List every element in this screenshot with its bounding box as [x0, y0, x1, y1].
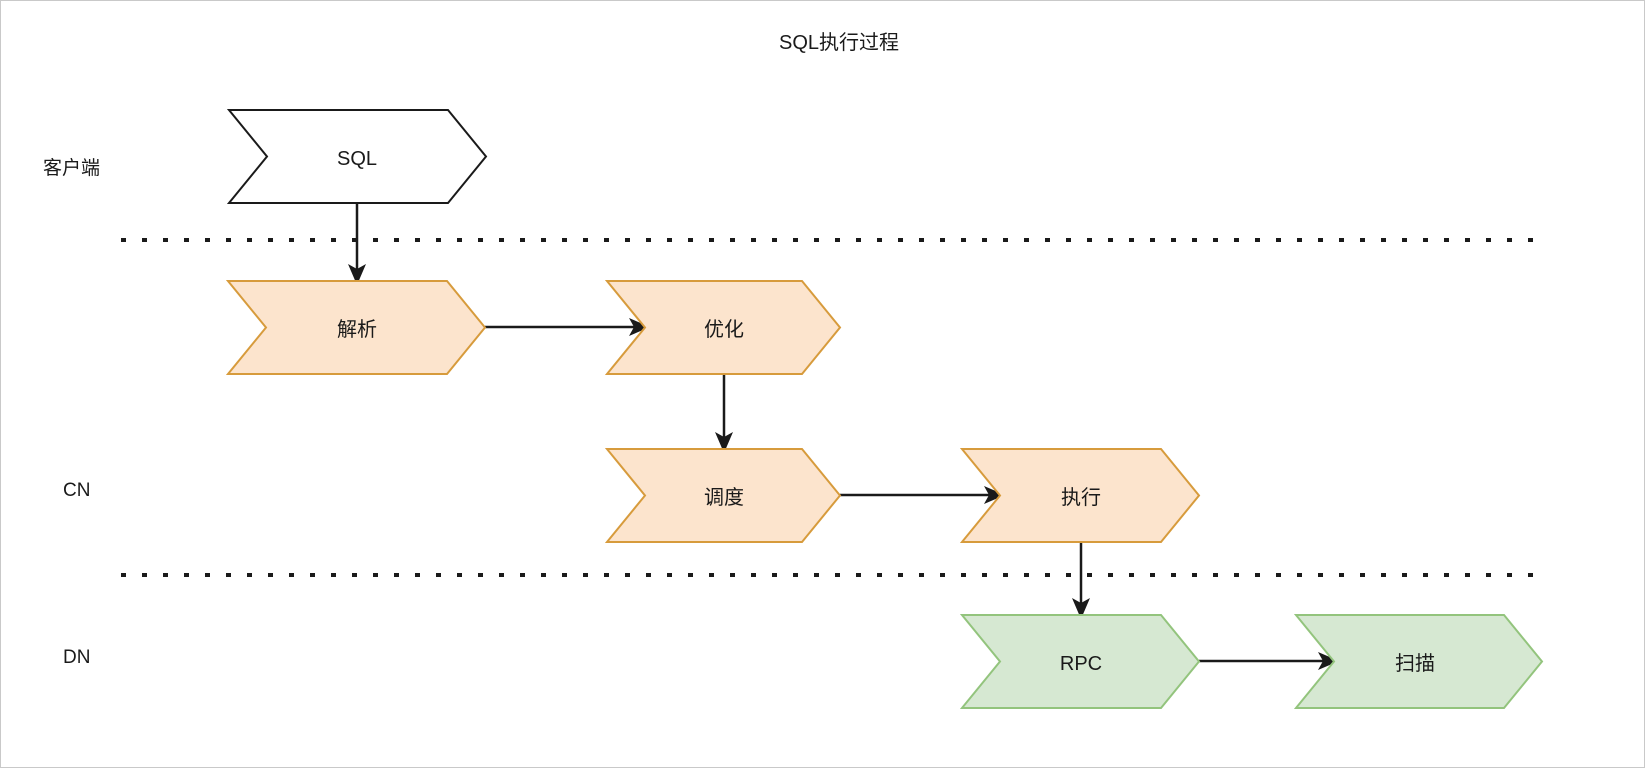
connector-optimize-to-schedule: [715, 374, 733, 453]
node-execute[interactable]: 执行: [959, 448, 1201, 543]
node-scan-label: 扫描: [1395, 652, 1435, 675]
node-execute-shape[interactable]: [959, 448, 1201, 543]
node-rpc-label: RPC: [1060, 653, 1102, 675]
connector-rpc-to-scan: [1199, 652, 1339, 670]
connector-schedule-to-execute: [840, 486, 1005, 504]
page-title: SQL执行过程: [779, 31, 899, 54]
node-scan-shape[interactable]: [1293, 614, 1544, 709]
node-sql[interactable]: SQL: [226, 109, 488, 204]
node-rpc[interactable]: RPC: [959, 614, 1201, 709]
node-scan[interactable]: 扫描: [1293, 614, 1544, 709]
lane-label-client: 客户端: [43, 157, 100, 179]
connector-execute-to-rpc: [1072, 542, 1090, 619]
connector-sql-to-parse: [348, 203, 366, 285]
node-parse-shape[interactable]: [225, 280, 487, 375]
node-sql-shape[interactable]: [226, 109, 488, 204]
node-schedule-label: 调度: [704, 486, 744, 509]
node-schedule[interactable]: 调度: [604, 448, 842, 543]
node-optimize-shape[interactable]: [604, 280, 842, 375]
node-sql-label: SQL: [337, 148, 377, 170]
lane-label-dn: DN: [63, 647, 90, 668]
node-parse-label: 解析: [337, 318, 377, 341]
node-schedule-shape[interactable]: [604, 448, 842, 543]
connector-parse-to-optimize: [485, 318, 650, 336]
lane-label-cn: CN: [63, 480, 90, 501]
node-optimize[interactable]: 优化: [604, 280, 842, 375]
node-parse[interactable]: 解析: [225, 280, 487, 375]
node-optimize-label: 优化: [704, 318, 744, 341]
node-rpc-shape[interactable]: [959, 614, 1201, 709]
node-execute-label: 执行: [1061, 486, 1101, 509]
